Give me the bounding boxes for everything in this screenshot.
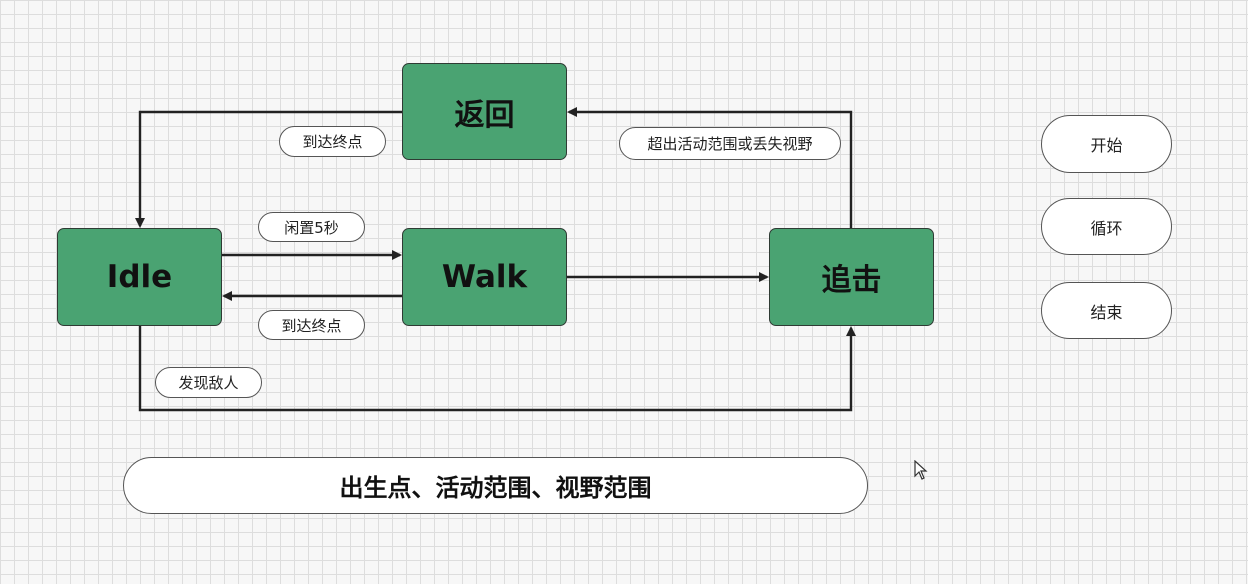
state-idle-label: Idle bbox=[106, 259, 173, 295]
label-chase-to-return: 超出活动范围或丢失视野 bbox=[619, 127, 841, 160]
label-return-to-idle: 到达终点 bbox=[279, 126, 386, 157]
state-walk[interactable]: Walk bbox=[402, 228, 567, 326]
state-idle[interactable]: Idle bbox=[57, 228, 222, 326]
label-walk-to-idle: 到达终点 bbox=[258, 310, 365, 340]
state-return-label: 返回 bbox=[454, 97, 515, 133]
state-chase-label: 追击 bbox=[821, 263, 882, 298]
arrow-return-to-idle bbox=[135, 110, 402, 228]
state-chase[interactable]: 追击 bbox=[769, 228, 934, 326]
mouse-cursor-icon bbox=[914, 460, 928, 480]
arrow-idle-to-chase bbox=[138, 326, 856, 412]
legend-end: 结束 bbox=[1041, 282, 1172, 339]
label-idle-to-walk: 闲置5秒 bbox=[258, 212, 365, 242]
banner-note: 出生点、活动范围、视野范围 bbox=[123, 457, 868, 514]
arrow-chase-to-return bbox=[567, 107, 853, 228]
legend-start: 开始 bbox=[1041, 115, 1172, 173]
label-idle-to-chase: 发现敌人 bbox=[155, 367, 262, 398]
legend-loop: 循环 bbox=[1041, 198, 1172, 255]
state-return[interactable]: 返回 bbox=[402, 63, 567, 160]
state-walk-label: Walk bbox=[441, 259, 528, 295]
